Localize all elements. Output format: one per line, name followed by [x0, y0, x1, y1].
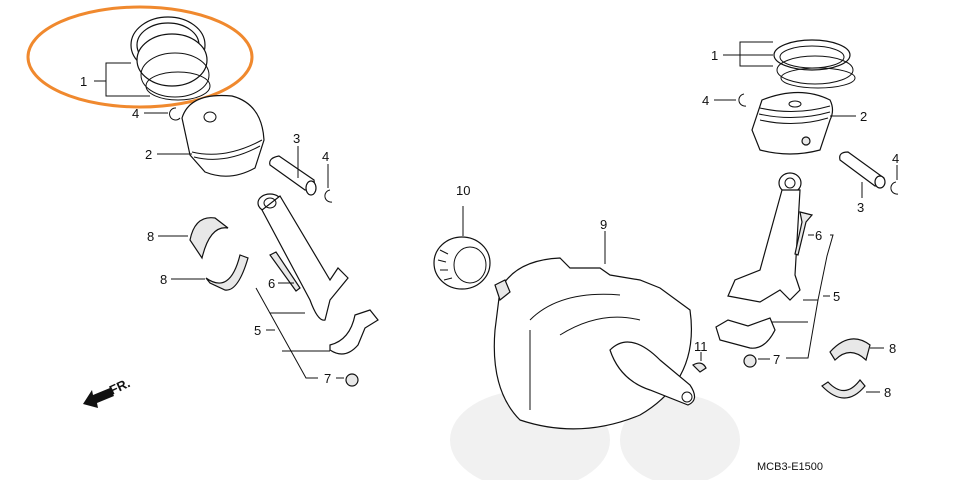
callout-5-left: 5: [254, 323, 261, 338]
left-piston-pin[interactable]: [269, 155, 317, 196]
callout-1-right: 1: [711, 48, 718, 63]
primary-gear[interactable]: [433, 236, 491, 290]
right-piston-rings[interactable]: [773, 39, 856, 89]
callout-9: 9: [600, 217, 607, 232]
left-clip-upper[interactable]: [169, 107, 181, 121]
right-piston-pin[interactable]: [839, 151, 886, 189]
left-rod-cap[interactable]: [329, 309, 379, 355]
left-piston-rings[interactable]: [130, 16, 211, 101]
callout-3-right: 3: [857, 200, 864, 215]
right-nut[interactable]: [743, 354, 757, 368]
callout-10: 10: [456, 183, 470, 198]
highlight-circle: [26, 5, 254, 109]
callout-2-right: 2: [860, 109, 867, 124]
callout-1-left: 1: [80, 74, 87, 89]
left-nut[interactable]: [345, 373, 359, 387]
right-bolt[interactable]: [794, 211, 814, 256]
right-piston[interactable]: [751, 91, 834, 155]
front-indicator-label: FR.: [107, 375, 132, 397]
callout-8-right-lower: 8: [884, 385, 891, 400]
callout-3-left: 3: [293, 131, 300, 146]
right-connecting-rod[interactable]: [727, 172, 802, 303]
left-clip-lower[interactable]: [324, 189, 333, 203]
callout-4-left-upper: 4: [132, 106, 139, 121]
woodruff-key[interactable]: [692, 362, 707, 373]
diagram-code: MCB3-E1500: [757, 461, 823, 473]
right-rod-cap[interactable]: [715, 317, 776, 349]
callout-8-right-upper: 8: [889, 341, 896, 356]
callout-11: 11: [694, 339, 708, 354]
callout-4-left-lower: 4: [322, 149, 329, 164]
callout-8-left-lower: 8: [160, 272, 167, 287]
callout-5-right: 5: [833, 289, 840, 304]
callout-2-left: 2: [145, 147, 152, 162]
callout-6-right: 6: [815, 228, 822, 243]
right-clip-lower[interactable]: [890, 181, 899, 195]
callout-4-right-upper: 4: [702, 93, 709, 108]
left-bolt[interactable]: [269, 251, 301, 292]
right-bearing-upper[interactable]: [829, 338, 871, 362]
callout-7-right: 7: [773, 352, 780, 367]
left-connecting-rod[interactable]: [257, 193, 349, 321]
front-arrow-icon: [83, 388, 114, 408]
callout-8-left-upper: 8: [147, 229, 154, 244]
callout-7-left: 7: [324, 371, 331, 386]
callout-4-right-lower: 4: [892, 151, 899, 166]
right-clip-upper[interactable]: [738, 93, 747, 107]
left-piston[interactable]: [181, 94, 265, 177]
left-bearing-upper[interactable]: [189, 217, 229, 260]
crankshaft[interactable]: [493, 257, 696, 430]
right-bearing-lower[interactable]: [821, 379, 866, 399]
left-bearing-lower[interactable]: [205, 254, 249, 291]
callout-6-left: 6: [268, 276, 275, 291]
